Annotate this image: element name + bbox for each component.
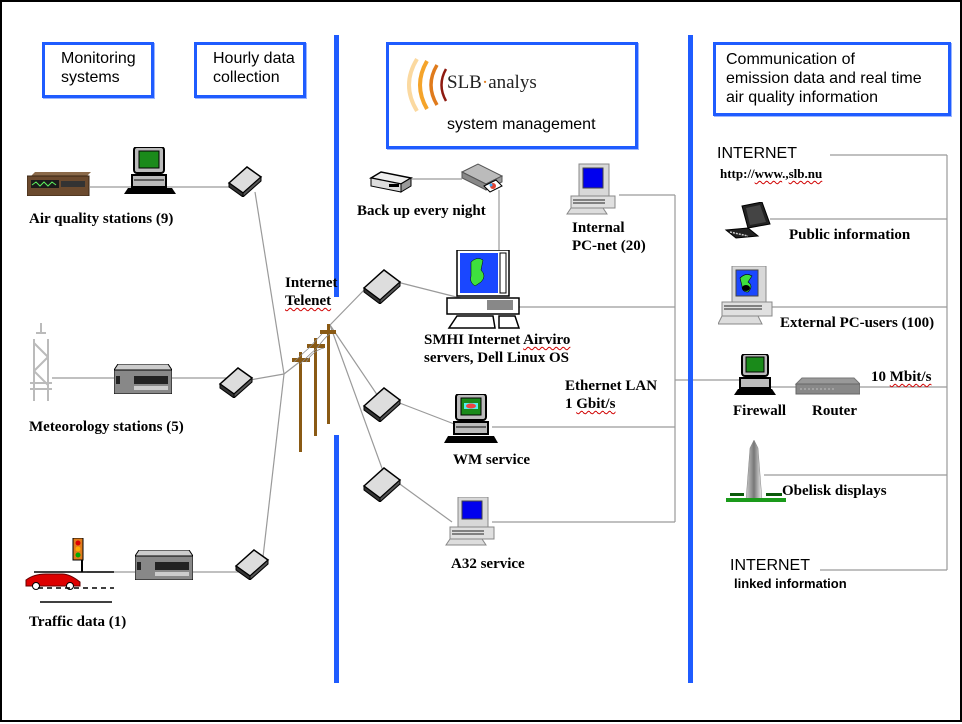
internet-telenet-label: Internet Telenet [285,275,338,309]
obelisk-displays-label: Obelisk displays [782,483,887,499]
ethernet-lan-label: Ethernet LAN 1 Gbit/s [565,378,658,412]
linked-information-label: linked information [734,576,847,591]
a32-service-pc-icon [445,497,495,546]
modem-server-icon [362,269,402,304]
monitoring-systems-box: Monitoring systems [42,42,154,98]
communication-line2: emission data and real time [726,70,922,87]
backup-label: Back up every night [357,203,486,219]
monitoring-label-line2: systems [61,69,120,86]
line-pole-modem3 [329,324,388,483]
monitoring-label-line1: Monitoring [61,50,136,67]
meteorology-logger-icon [114,364,172,394]
slb-logo-arcs-icon [407,57,448,113]
line-modem2-wm [396,401,463,428]
traffic-scene-icon [25,538,114,603]
firewall-computer-icon [734,354,776,395]
line-modem3-a32 [396,481,453,523]
line-met-hub [249,373,285,381]
smhi-server-icon [446,250,521,329]
firewall-label: Firewall [733,403,787,419]
smhi-servers-label: SMHI Internet Airviro servers, Dell Linu… [424,332,571,366]
logger-computer-icon [124,147,176,194]
line-pole-modem2 [329,324,383,403]
public-information-label: Public information [789,227,911,243]
modem-wm-icon [362,387,402,422]
a32-service-label: A32 service [451,556,525,572]
wm-service-computer-icon [444,394,498,443]
traffic-logger-icon [135,550,193,580]
air-quality-stations-label: Air quality stations (9) [29,211,174,227]
column-divider-left-bottom [334,435,339,683]
hourly-label-line2: collection [213,69,280,86]
line-pole-modem1 [329,286,368,326]
backup-cd-drive-icon [460,163,504,193]
communication-line1: Communication of [726,51,855,68]
column-divider-right [688,35,693,683]
column-divider-left-top [334,35,339,297]
laptop-icon [724,202,771,239]
meteorology-mast-icon [30,323,52,401]
system-management-label: system management [447,116,596,133]
hourly-data-box: Hourly data collection [194,42,306,98]
wm-service-label: WM service [453,452,531,468]
meteorology-stations-label: Meteorology stations (5) [29,419,184,435]
slb-url-link[interactable]: http://www.,slb.nu [720,166,823,181]
hourly-label-line1: Hourly data [213,50,295,67]
modem-a32-icon [362,467,402,502]
bandwidth-label: 10 Mbit/s [871,369,932,385]
router-label: Router [812,403,857,419]
telephone-poles-icon [292,324,336,452]
air-quality-instrument-icon [27,172,91,196]
modem-air-quality-icon [227,166,263,197]
modem-traffic-icon [234,549,270,580]
backup-tape-drive-icon [369,171,413,193]
slb-system-management-box: SLB·analys system management [386,42,638,149]
router-icon [794,377,860,395]
internet-top-label: INTERNET [717,145,797,162]
internal-pc-icon [566,163,616,215]
traffic-data-label: Traffic data (1) [29,614,127,630]
external-pc-icon [718,266,773,325]
communication-box: Communication of emission data and real … [713,42,951,116]
external-pc-users-label: External PC-users (100) [780,315,935,331]
line-aq-hub [254,191,285,375]
internet-bottom-label: INTERNET [730,557,810,574]
communication-line3: air quality information [726,89,879,106]
internal-pc-net-label: Internal PC-net (20) [572,220,646,254]
modem-meteorology-icon [218,367,254,398]
slb-logo-text: SLB·analys [447,72,537,93]
obelisk-display-icon [726,440,786,502]
line-traffic-hub [262,373,285,558]
